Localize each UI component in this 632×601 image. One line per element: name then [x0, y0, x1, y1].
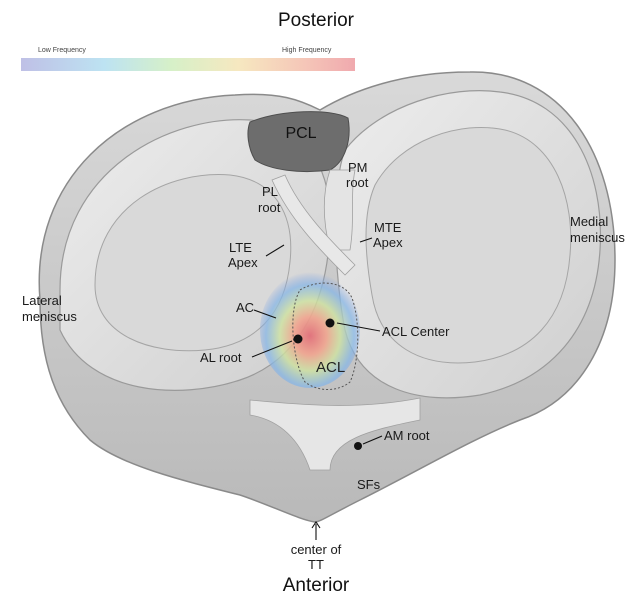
title-posterior: Posterior [278, 10, 355, 31]
label-center-tt-line1: center of [291, 542, 342, 557]
label-ac: AC [236, 300, 254, 315]
am-root-point [354, 442, 362, 450]
legend-gradient-bar [21, 58, 355, 71]
label-pcl: PCL [285, 125, 316, 142]
frequency-legend: Low Frequency High Frequency [21, 47, 355, 71]
label-pl-root-line1: PL [262, 184, 278, 199]
title-anterior: Anterior [283, 575, 350, 596]
label-am-root: AM root [384, 428, 430, 443]
label-lte-apex-line1: LTE [229, 240, 252, 255]
label-medial-meniscus-line1: Medial [570, 214, 608, 229]
label-mte-apex-line2: Apex [373, 235, 403, 250]
legend-high-label: High Frequency [282, 47, 332, 54]
legend-low-label: Low Frequency [38, 47, 86, 54]
label-sfs: SFs [357, 477, 381, 492]
label-al-root: AL root [200, 350, 242, 365]
al-root-point [294, 335, 303, 344]
acl-center-point [326, 319, 335, 328]
label-center-tt-line2: TT [308, 557, 324, 572]
label-mte-apex-line1: MTE [374, 220, 402, 235]
label-acl-center: ACL Center [382, 324, 450, 339]
label-acl: ACL [316, 359, 345, 376]
label-pm-root-line2: root [346, 175, 369, 190]
label-lte-apex-line2: Apex [228, 255, 258, 270]
label-pm-root-line1: PM [348, 160, 368, 175]
label-pl-root-line2: root [258, 200, 281, 215]
label-medial-meniscus-line2: meniscus [570, 230, 625, 245]
label-lateral-meniscus-line2: meniscus [22, 309, 77, 324]
label-lateral-meniscus-line1: Lateral [22, 293, 62, 308]
